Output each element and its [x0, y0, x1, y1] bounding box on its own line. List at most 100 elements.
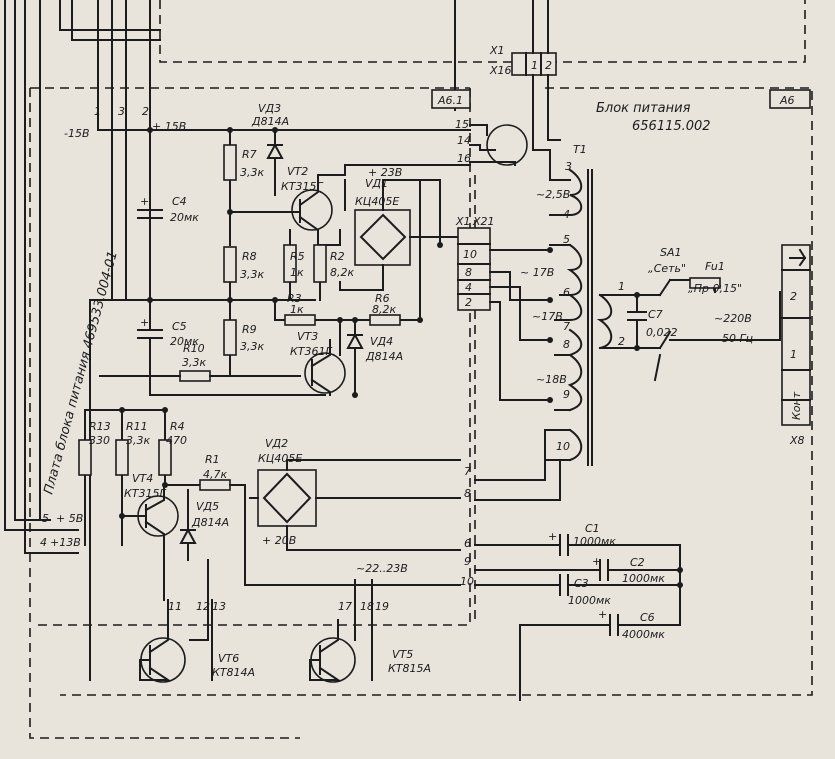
svg-text:4,7к: 4,7к	[203, 468, 227, 481]
label-plus13v: +13В	[50, 536, 81, 549]
outline-top	[159, 0, 806, 63]
svg-text:50 Гц: 50 Гц	[722, 332, 753, 345]
svg-text:10: 10	[556, 440, 570, 453]
transformer-t1: 3 4 5 6 7 8 9 10 T1 ~2,5В ~ 17В ~17В ~18…	[520, 143, 593, 466]
primary-circuit: 1 2 C7 0,022 SA1 „Сеть" Fu1 „Пр 0,15" ~2…	[596, 246, 781, 382]
svg-text:5: 5	[563, 233, 570, 246]
svg-text:VT3: VT3	[297, 330, 318, 343]
connector-x8: 2 1 Конт X8	[781, 244, 811, 447]
svg-text:3,3к: 3,3к	[182, 356, 206, 369]
pin-2: 2	[142, 105, 149, 118]
resistor-r3: R3 1к	[284, 292, 316, 326]
pin-12: 12	[196, 600, 210, 613]
zener-vd5: VД5 Д814А	[179, 489, 229, 561]
pin-15: 15	[455, 118, 469, 131]
svg-text:9: 9	[563, 388, 570, 401]
svg-text:КЦ405Е: КЦ405Е	[258, 452, 302, 465]
svg-text:1: 1	[790, 348, 797, 361]
x16-pin-2: 2	[545, 59, 552, 72]
capacitor-c4: + C4 20мк	[137, 129, 199, 301]
svg-text:+: +	[140, 316, 149, 329]
svg-text:КТ315Г: КТ315Г	[281, 180, 324, 193]
bus-wires-left	[4, 0, 471, 681]
x1-top-label: X1	[489, 44, 505, 57]
connector-x21: X1 X21 10 8 4 2	[455, 215, 551, 401]
capacitor-c1: + C1 1000мк	[474, 522, 681, 556]
svg-text:R11: R11	[126, 420, 148, 433]
svg-text:~17В: ~17В	[532, 310, 563, 323]
svg-text:3: 3	[565, 160, 572, 173]
svg-text:3,3к: 3,3к	[240, 340, 264, 353]
capacitor-c2: + C2 1000мк	[474, 555, 681, 585]
svg-text:2: 2	[465, 296, 472, 309]
pin-5: 5	[42, 512, 49, 525]
label-plus5v: + 5В	[56, 512, 83, 525]
svg-text:1000мк: 1000мк	[573, 535, 616, 548]
zener-vd3: VД3 Д814А	[251, 102, 289, 196]
outline-main-block	[29, 87, 470, 739]
svg-text:C7: C7	[648, 308, 663, 321]
svg-text:Fu1: Fu1	[705, 260, 725, 273]
a6-label: A6	[779, 94, 795, 107]
label-plus23v: + 23В	[368, 166, 402, 179]
resistor-r5: R5 1к	[283, 244, 305, 283]
resistor-r8: R8 3,3к	[223, 246, 264, 283]
svg-text:КТ815А: КТ815А	[388, 662, 431, 675]
pin-9: 9	[464, 555, 471, 568]
transistor-vt5: VT5 КТ815А	[309, 619, 431, 683]
svg-text:КЦ405Е: КЦ405Е	[355, 195, 399, 208]
svg-text:C5: C5	[172, 320, 187, 333]
svg-text:Д814А: Д814А	[365, 350, 403, 363]
pin-1: 1	[94, 105, 101, 118]
svg-text:R4: R4	[170, 420, 185, 433]
svg-text:1к: 1к	[290, 303, 304, 316]
svg-text:КТ814А: КТ814А	[212, 666, 255, 679]
pin-18: 18	[360, 600, 374, 613]
svg-text:Конт: Конт	[790, 391, 803, 420]
svg-text:VД2: VД2	[265, 437, 288, 450]
zener-vd4: VД4 Д814А	[346, 332, 403, 363]
resistor-r13: R13 330	[78, 420, 111, 476]
svg-text:R7: R7	[242, 148, 257, 161]
svg-text:R1: R1	[205, 453, 220, 466]
svg-text:1: 1	[618, 280, 625, 293]
svg-text:+: +	[140, 195, 149, 208]
svg-text:„Пр 0,15": „Пр 0,15"	[688, 282, 742, 295]
svg-text:R8: R8	[242, 250, 257, 263]
label-plus15v: + 15В	[152, 120, 186, 133]
junction-dots	[119, 127, 683, 588]
svg-text:4: 4	[563, 208, 570, 221]
svg-text:~220В: ~220В	[714, 312, 752, 325]
svg-text:2: 2	[618, 335, 625, 348]
pin-4: 4	[40, 536, 47, 549]
svg-text:6: 6	[563, 286, 570, 299]
pin-14: 14	[457, 134, 471, 147]
svg-text:SA1: SA1	[660, 246, 682, 259]
svg-text:4: 4	[465, 281, 472, 294]
svg-text:КТ315Г: КТ315Г	[124, 487, 167, 500]
svg-text:20мк: 20мк	[170, 211, 199, 224]
svg-text:R13: R13	[89, 420, 111, 433]
svg-text:VД1: VД1	[365, 177, 388, 190]
svg-text:C4: C4	[172, 195, 187, 208]
pin-13: 13	[212, 600, 226, 613]
svg-text:~2,5В: ~2,5В	[536, 188, 570, 201]
svg-text:R9: R9	[242, 323, 257, 336]
svg-text:„Сеть": „Сеть"	[648, 262, 686, 275]
transistor-vt6: VT6 КТ814А	[139, 599, 255, 683]
transistor-vt3: VT3 КТ361Г	[290, 330, 346, 396]
pin-8: 8	[464, 487, 471, 500]
svg-text:3,3к: 3,3к	[240, 268, 264, 281]
label-22-23v: ~22..23В	[356, 562, 408, 575]
svg-text:1000мк: 1000мк	[568, 594, 611, 607]
svg-text:~ 17В: ~ 17В	[520, 266, 554, 279]
svg-text:R3: R3	[287, 292, 302, 305]
svg-text:20мк: 20мк	[170, 335, 199, 348]
svg-text:X8: X8	[789, 434, 805, 447]
resistor-r2: R2 8,2к	[313, 244, 354, 283]
a61-label: A6.1	[437, 94, 463, 107]
svg-text:C2: C2	[630, 556, 645, 569]
pin-16: 16	[457, 152, 471, 165]
svg-text:+: +	[592, 555, 601, 568]
